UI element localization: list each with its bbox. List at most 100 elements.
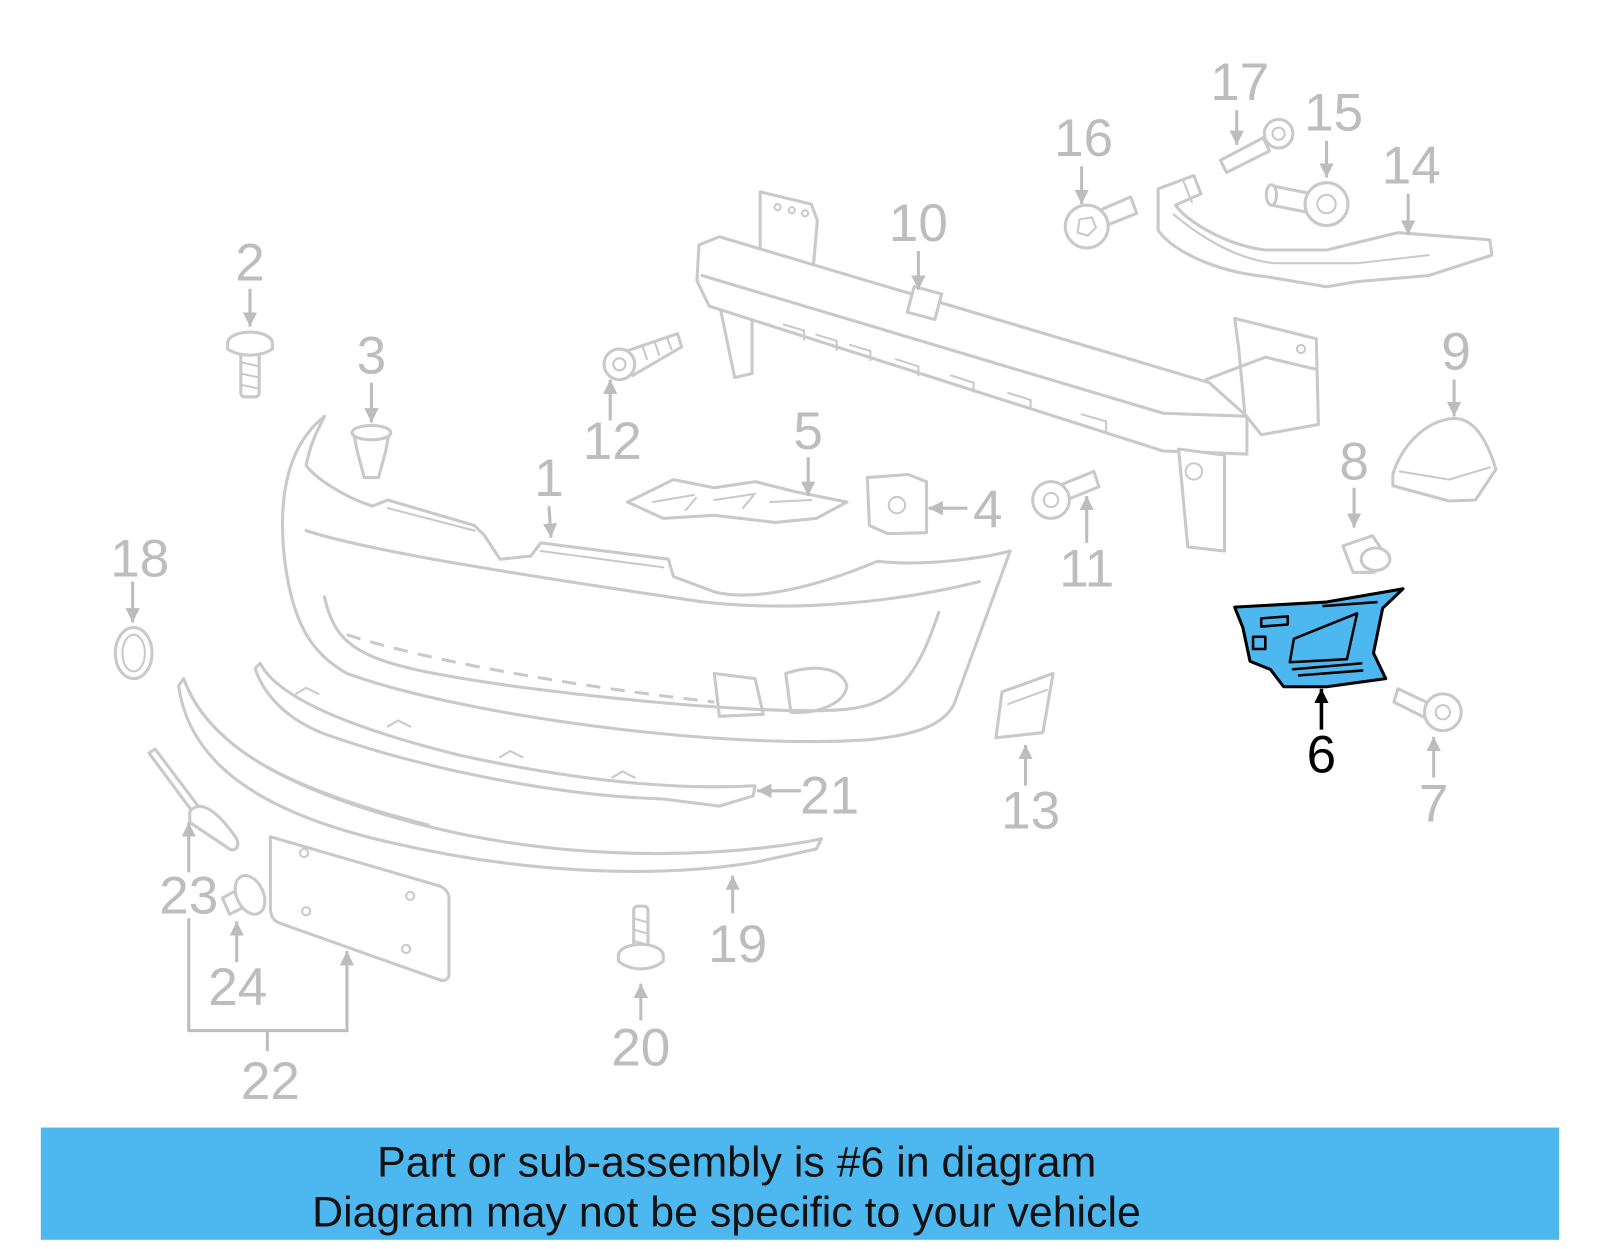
- part-23-clip-tool: [147, 747, 240, 852]
- part-10-reinforcement-beam: [695, 190, 1320, 553]
- bolt-16-head: [1063, 203, 1110, 250]
- bolt-15-head: [1303, 181, 1350, 228]
- beam-body: [695, 235, 1249, 456]
- beam-right-bracket-hole: [1295, 343, 1307, 355]
- plate-22-hole: [301, 906, 312, 917]
- screw-12-threads: [641, 337, 673, 361]
- beam-center-clip: [905, 285, 944, 322]
- bolt-7-socket: [1434, 704, 1452, 721]
- beam-bracket-hole: [773, 203, 782, 212]
- cap-9-body: [1391, 416, 1498, 503]
- callout-23: 23: [159, 866, 218, 925]
- plate-22-body: [268, 835, 451, 982]
- callout-12: 12: [583, 412, 642, 471]
- bolt-11-socket: [1042, 491, 1060, 509]
- tool-23-handle: [188, 805, 240, 852]
- part-24-push-pin: [220, 874, 267, 916]
- upper-bracket-body: [1156, 173, 1494, 289]
- callout-15: 15: [1304, 84, 1363, 143]
- bracket-6-hole: [1251, 635, 1267, 651]
- plate-22-hole: [298, 847, 310, 859]
- pin-24-head: [233, 874, 267, 916]
- callout-2: 2: [235, 234, 265, 293]
- info-banner-line-2: Diagram may not be specific to your vehi…: [312, 1189, 1141, 1237]
- part-19-spoiler-lip: [177, 677, 823, 873]
- part-5-bracket: [626, 478, 849, 524]
- clip-8-flange: [1359, 546, 1392, 572]
- plate-22-hole: [405, 890, 416, 902]
- part-1-bumper-cover: [281, 414, 1012, 744]
- plug-18-inner: [121, 633, 146, 673]
- bracket-6-window: [1288, 612, 1359, 664]
- upper-bracket-detail: [1172, 180, 1430, 265]
- leader-arrows: [125, 110, 1462, 1052]
- callout-14: 14: [1382, 137, 1441, 196]
- screw-2-head: [226, 330, 274, 357]
- beam-crush-can: [1204, 355, 1318, 382]
- bumper-cover-upper-crease: [304, 529, 982, 608]
- part-8-clip: [1341, 534, 1392, 574]
- bumper-grille-opening: [322, 595, 941, 713]
- bumper-fog-light-left: [712, 671, 765, 718]
- part-13-bracket: [994, 671, 1055, 740]
- part-15-bolt: [1264, 181, 1350, 228]
- callout-16: 16: [1054, 109, 1113, 168]
- callout-4: 4: [973, 481, 1003, 540]
- callout-13: 13: [1001, 782, 1060, 841]
- callout-11: 11: [1059, 540, 1114, 599]
- part-11-bolt: [1031, 469, 1101, 520]
- bracket-6-rib: [1291, 662, 1364, 677]
- leader-1: [542, 506, 558, 538]
- callout-24: 24: [208, 958, 267, 1017]
- bolt-17-shaft: [1218, 136, 1271, 174]
- beam-right-lower-mount: [1177, 447, 1227, 553]
- part-14-upper-bracket: [1156, 173, 1494, 289]
- bumper-fog-light-right: [784, 666, 849, 715]
- callout-3: 3: [357, 326, 387, 385]
- beam-bracket-hole: [787, 206, 796, 215]
- screw-12-head: [602, 347, 637, 382]
- callout-18: 18: [110, 530, 169, 589]
- bolt-17-head-center: [1271, 126, 1286, 141]
- spoiler-lip-body: [177, 677, 823, 873]
- bracket-5-body: [626, 478, 849, 524]
- callout-7: 7: [1419, 774, 1449, 833]
- bracket-6-slot: [1259, 615, 1290, 628]
- bracket-13-body: [994, 671, 1055, 740]
- callout-21: 21: [800, 766, 859, 825]
- bumper-cover-outline: [281, 414, 1012, 744]
- callout-19: 19: [708, 915, 767, 974]
- part-4-nut: [865, 472, 929, 536]
- callout-8: 8: [1339, 433, 1369, 492]
- bolt-15-tip: [1264, 183, 1279, 207]
- cap-9-edge: [1398, 466, 1491, 481]
- bolt-11-head: [1031, 480, 1071, 520]
- part-16-bolt: [1063, 195, 1139, 250]
- beam-bracket-hole: [801, 209, 810, 218]
- part-18-plug: [113, 626, 154, 681]
- bumper-top-tabs: [386, 507, 665, 569]
- part-12-screw: [602, 332, 684, 382]
- part-22-license-plate-bracket: [268, 835, 451, 982]
- bolt-17-head: [1262, 117, 1295, 150]
- clip-3-flange: [350, 423, 393, 442]
- callout-10: 10: [889, 194, 948, 253]
- callout-6: 6: [1307, 725, 1337, 784]
- bolt-16-socket: [1076, 216, 1098, 237]
- part-20-screw: [616, 904, 665, 971]
- callout-labels: 1 2 3 4 5 6 7 8 9 10 11 12 13 14 15 16 1…: [110, 53, 1471, 1111]
- nut-4-hole: [887, 495, 907, 515]
- info-banner: Part or sub-assembly is #6 in diagram Di…: [40, 1127, 1560, 1240]
- bracket-13-fold: [1007, 688, 1048, 706]
- callout-20: 20: [611, 1018, 670, 1077]
- part-2-screw: [226, 330, 274, 399]
- info-banner-background: [40, 1127, 1560, 1240]
- screw-2-threads: [239, 361, 261, 390]
- callout-5: 5: [793, 402, 823, 461]
- bracket-6-top-edge: [1322, 600, 1378, 608]
- callout-1: 1: [534, 449, 564, 508]
- plate-22-hole: [401, 943, 412, 955]
- part-7-bolt: [1392, 687, 1463, 733]
- callout-17: 17: [1210, 53, 1269, 112]
